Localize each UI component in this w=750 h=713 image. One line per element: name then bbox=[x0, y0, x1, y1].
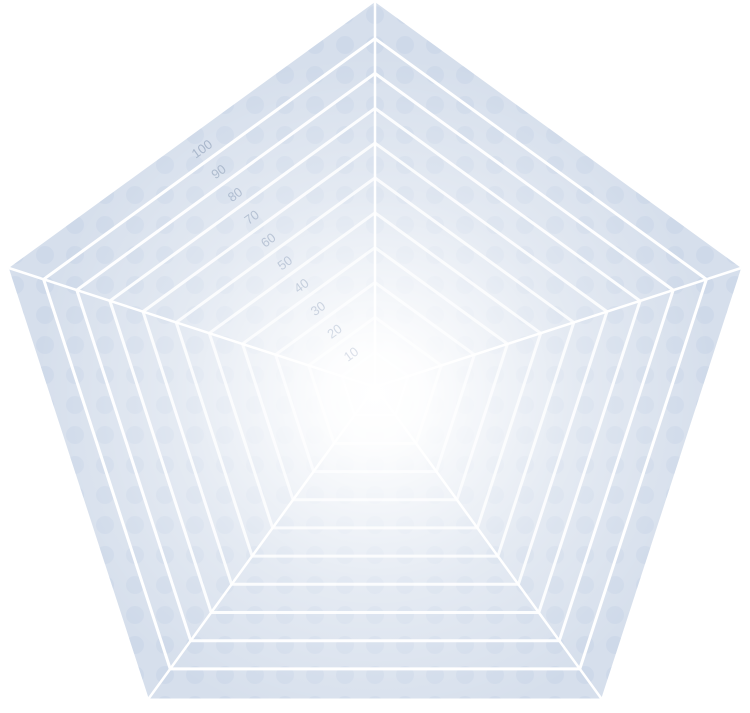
grid-ring-60 bbox=[174, 176, 576, 558]
radar-gridlines bbox=[8, 2, 742, 700]
tick-label-20: 20 bbox=[324, 321, 345, 342]
tick-label-80: 80 bbox=[225, 184, 246, 205]
axis-spoke-5 bbox=[8, 266, 376, 389]
grid-ring-50 bbox=[207, 210, 543, 530]
grid-ring-30 bbox=[273, 280, 477, 474]
axis-spoke-4 bbox=[147, 386, 377, 700]
axis-spoke-2 bbox=[374, 266, 742, 389]
tick-label-40: 40 bbox=[291, 275, 312, 296]
grid-ring-80 bbox=[108, 106, 642, 614]
tick-label-10: 10 bbox=[341, 344, 362, 365]
tick-label-60: 60 bbox=[258, 230, 279, 251]
tick-label-90: 90 bbox=[208, 161, 229, 182]
grid-ring-100 bbox=[41, 36, 709, 671]
grid-ring-90 bbox=[75, 71, 675, 643]
grid-ring-40 bbox=[240, 245, 510, 502]
tick-label-50: 50 bbox=[275, 253, 296, 274]
axis-spoke-3 bbox=[373, 386, 603, 700]
grid-ring-10 bbox=[340, 350, 410, 417]
grid-ring-70 bbox=[141, 141, 609, 586]
tick-label-70: 70 bbox=[241, 207, 262, 228]
grid-ring-20 bbox=[306, 315, 444, 445]
tick-label-30: 30 bbox=[308, 298, 329, 319]
